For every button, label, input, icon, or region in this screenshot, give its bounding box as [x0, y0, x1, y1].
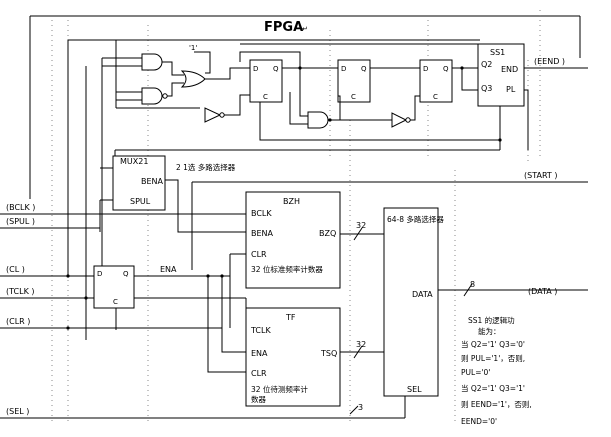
ss1-note-line-2: 能为： — [478, 326, 501, 336]
port-bclk-label: (BCLK ) — [6, 203, 35, 212]
dff-2-d: D — [341, 65, 346, 73]
port-eend-label: (EEND ) — [534, 57, 565, 66]
dff-2-q: Q — [361, 65, 367, 73]
bzh-pin-bzq: BZQ — [319, 229, 336, 238]
const-one-label: '1' — [189, 44, 197, 52]
and-gate-3 — [307, 111, 329, 129]
ss1-note-line-6: 当 Q2='1' Q3='1' — [461, 383, 525, 393]
ena-signal-label: ENA — [160, 265, 177, 274]
bzh-block: BZH BCLK BENA CLR BZQ 32 位标准频率计数器 32 — [229, 191, 384, 328]
mux648-pin-data: DATA — [412, 290, 433, 299]
dff-2 — [337, 59, 371, 103]
dff-3-d: D — [423, 65, 428, 73]
port-cl-label: (CL ) — [6, 265, 25, 274]
mux21-pin-spul: SPUL — [130, 197, 151, 206]
tf-pin-tsq: TSQ — [320, 349, 337, 358]
mux21-title: MUX21 — [120, 157, 148, 166]
ss1-function-note: SS1 的逻辑功 能为： 当 Q2='1' Q3='0' 则 PUL='1'，否… — [461, 315, 532, 426]
ss1-note-line-3: 当 Q2='1' Q3='0' — [461, 339, 525, 349]
port-clr-label: (CLR ) — [6, 317, 30, 326]
bzh-pin-bclk: BCLK — [251, 209, 272, 218]
ss1-note-line-4: 则 PUL='1'，否则, — [461, 354, 525, 363]
ss1-block: SS1 Q2 END Q3 PL — [477, 43, 532, 150]
ss1-pin-end: END — [501, 65, 518, 74]
ss1-pin-q3: Q3 — [481, 84, 492, 93]
mux21-caption: 2 1选 多路选择器 — [176, 162, 236, 172]
dff-3-q: Q — [443, 65, 449, 73]
fpga-boundary — [29, 15, 581, 199]
tf-pin-clr: CLR — [251, 369, 267, 378]
ena-ff-c: C — [113, 298, 118, 306]
bzq-bus-width: 32 — [356, 221, 366, 230]
port-start: (START ) — [191, 171, 588, 270]
dff-1-q: Q — [273, 65, 279, 73]
port-sel-label: (SEL ) — [6, 407, 29, 416]
dff-1-c: C — [263, 93, 268, 101]
port-tclk-label: (TCLK ) — [6, 287, 35, 296]
dff-1-d: D — [253, 65, 258, 73]
dff-1 — [249, 59, 283, 103]
bzh-title: BZH — [283, 197, 300, 206]
tf-block: TF TCLK ENA CLR TSQ 32 位待测频率计 数器 32 — [245, 298, 384, 407]
port-start-label: (START ) — [524, 171, 557, 180]
bzh-pin-bena: BENA — [251, 229, 274, 238]
ss1-pin-pl: PL — [506, 85, 516, 94]
tf-pin-ena: ENA — [251, 349, 268, 358]
ss1-title: SS1 — [490, 48, 505, 57]
tsq-bus-width: 32 — [356, 340, 366, 349]
dff-2-c: C — [351, 93, 356, 101]
sel-bus-width: 3 — [358, 403, 363, 412]
bzh-caption: 32 位标准频率计数器 — [251, 264, 323, 274]
inverter-1 — [204, 107, 222, 123]
tf-pin-tclk: TCLK — [250, 326, 271, 335]
ss1-note-line-1: SS1 的逻辑功 — [468, 315, 515, 325]
ena-ff-q: Q — [123, 270, 129, 278]
ss1-note-line-8: EEND='0' — [461, 417, 497, 426]
data-bus-width: 8 — [470, 280, 475, 289]
diagram-title: FPGA — [264, 20, 303, 35]
or-gate — [180, 70, 206, 88]
ss1-note-line-7: 则 EEND='1'，否则, — [461, 400, 532, 409]
ena-ff-d: D — [97, 270, 102, 278]
ss1-note-line-5: PUL='0' — [461, 368, 490, 377]
tf-caption-line1: 32 位待测频率计 — [251, 384, 308, 394]
title-paragraph-mark: ↵ — [302, 25, 308, 33]
mux648-pin-sel: SEL — [407, 385, 422, 394]
dff-3-c: C — [433, 93, 438, 101]
ss1-pin-q2: Q2 — [481, 60, 492, 69]
port-data-label: (DATA ) — [528, 287, 557, 296]
left-inputs: (BCLK ) (SPUL ) (CL ) (TCLK ) (CLR ) (SE… — [0, 39, 405, 419]
and-gate-1 — [141, 53, 163, 71]
mux21-block: MUX21 BENA SPUL 2 1选 多路选择器 — [100, 155, 246, 233]
port-spul-label: (SPUL ) — [6, 217, 35, 226]
port-eend: (EEND ) — [532, 57, 588, 69]
mux648-caption: 64-8 多路选择器 — [387, 214, 444, 224]
ena-flipflop: D Q C ENA — [93, 265, 246, 373]
inverter-2 — [391, 112, 408, 128]
mux21-pin-bena: BENA — [141, 177, 164, 186]
tf-caption-line2: 数器 — [251, 394, 266, 404]
mux648-block: 64-8 多路选择器 DATA SEL 8 (DATA ) 3 — [349, 207, 588, 418]
nand-gate — [141, 87, 163, 105]
dff-3 — [419, 59, 453, 103]
bzh-pin-clr: CLR — [251, 250, 267, 259]
tf-title: TF — [285, 313, 296, 322]
